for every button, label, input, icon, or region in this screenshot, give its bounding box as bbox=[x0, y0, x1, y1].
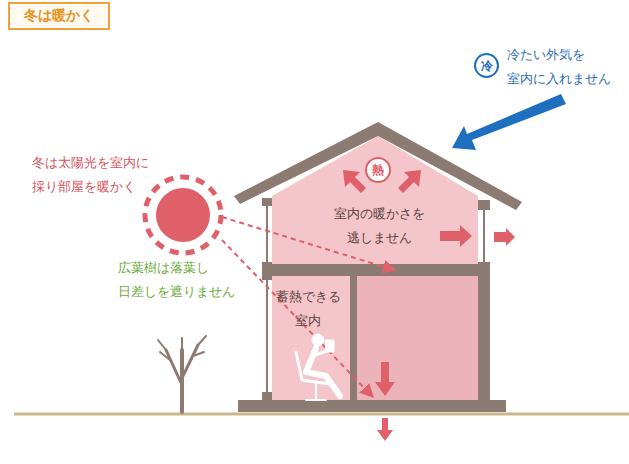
bare-tree bbox=[158, 336, 206, 412]
section-title: 冬は暖かく bbox=[8, 2, 110, 30]
icon-circle: 冷 bbox=[474, 53, 499, 78]
icon-circle: 熱 bbox=[365, 157, 391, 183]
interior-fill bbox=[272, 136, 478, 402]
sun bbox=[156, 188, 210, 242]
left-wall bbox=[262, 262, 272, 280]
ground-line bbox=[14, 413, 629, 416]
sun-ray bbox=[222, 240, 372, 396]
cold-air-note: 冷たい外気を 室内に入れません bbox=[507, 43, 625, 91]
warmth-note: 室内の暖かさを 逃しません bbox=[323, 202, 435, 250]
middle-floor bbox=[272, 264, 478, 276]
floor-slab bbox=[238, 400, 506, 412]
seated-person bbox=[296, 334, 340, 400]
icon-label: 冷 bbox=[481, 60, 493, 72]
icon-label: 熱 bbox=[372, 164, 384, 176]
sunlight-note: 冬は太陽光を室内に 採り部屋を暖かく bbox=[32, 151, 164, 199]
tree-note: 広葉樹は落葉し 日差しを遮りません bbox=[118, 256, 250, 304]
sun-ring bbox=[145, 177, 221, 253]
partition bbox=[350, 276, 357, 400]
cold-air-arrow bbox=[452, 94, 566, 150]
right-wall bbox=[478, 262, 490, 402]
lower-room bbox=[356, 276, 478, 400]
heat-storage-note: 蓄熱できる 室内 bbox=[270, 285, 346, 333]
